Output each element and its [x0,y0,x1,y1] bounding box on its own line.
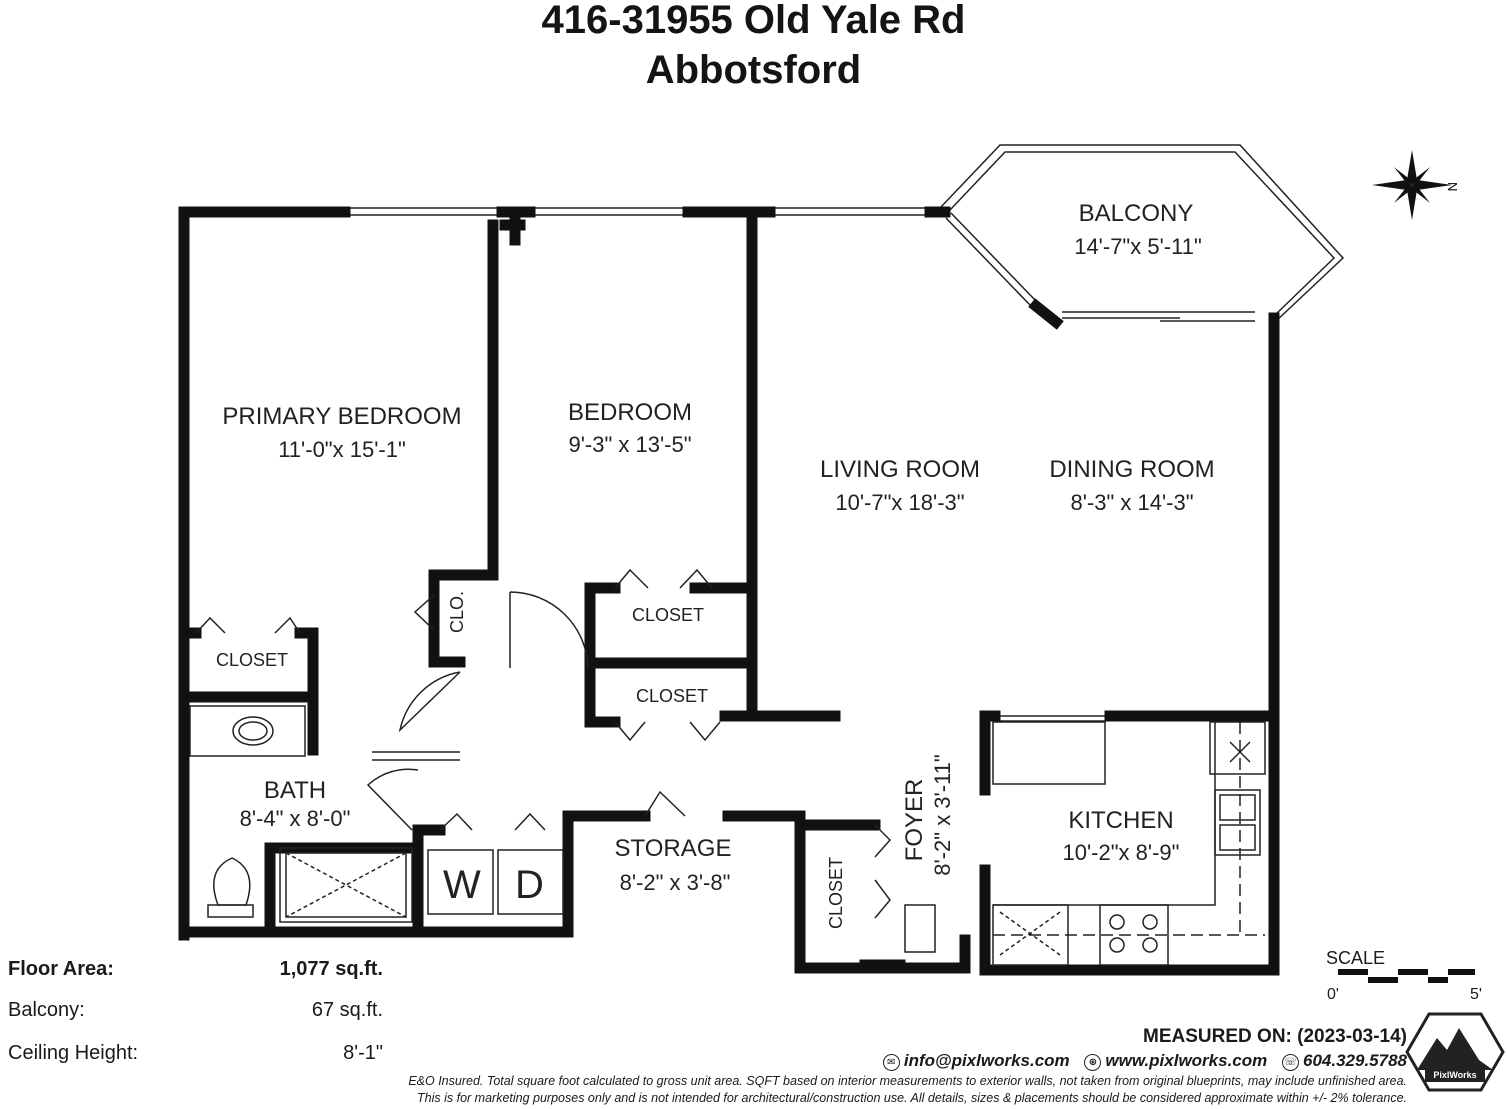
dishwasher [1209,721,1266,775]
closet-primary-label: CLOSET [216,650,288,670]
bedroom-dims: 9'-3" x 13'-5" [568,432,691,457]
foyer-dims: 8'-2" x 3'-11" [930,754,955,875]
dining-room-dims: 8'-3" x 14'-3" [1070,490,1193,515]
living-room-name: LIVING ROOM [820,456,980,483]
vanity [189,705,306,757]
bedroom-door [509,591,589,669]
balcony-dims: 14'-7"x 5'-11" [1074,234,1202,259]
foyer-name: FOYER [901,779,928,862]
living-room-dims: 10'-7"x 18'-3" [835,490,964,515]
bath-name: BATH [264,777,326,804]
logo-text: PixlWorks [1433,1070,1476,1080]
counter-left [992,904,1069,966]
washer-label: W [443,863,481,907]
fridge [992,721,1106,785]
compass-north-label: N [1445,182,1460,191]
contact-line: ✉info@pixlworks.com ⊕www.pixlworks.com ☏… [873,1051,1407,1071]
windows [345,207,1255,722]
disclaimer-line-1: E&O Insured. Total square foot calculate… [408,1074,1407,1088]
floor-area-label: Floor Area: [8,958,114,980]
compass-rose-icon [1372,150,1452,220]
storage-dims: 8'-2" x 3'-8" [620,870,731,895]
bedroom-name: BEDROOM [568,399,692,426]
email-icon: ✉ [882,1054,900,1071]
kitchen-dims: 10'-2"x 8'-9" [1063,840,1180,865]
closet-bedroom-1-label: CLOSET [632,605,704,625]
closet-bedroom-2-label: CLOSET [636,686,708,706]
toilet-tank [207,904,254,918]
toilet-icon [213,857,251,906]
scale-end: 5' [1470,986,1482,1003]
storage-name: STORAGE [615,835,732,862]
closet-clo-label: CLO. [447,591,467,633]
entry-door [904,904,936,953]
scale-start: 0' [1327,986,1339,1003]
balcony-label: Balcony: [8,999,85,1021]
shower [279,847,413,923]
city-title: Abbotsford [645,48,862,92]
dining-room-name: DINING ROOM [1049,456,1214,483]
website-link[interactable]: www.pixlworks.com [1105,1051,1268,1070]
floor-area-value: 1,077 sq.ft. [279,958,383,980]
kitchen-fixtures [992,721,1266,966]
bath-door [366,768,419,831]
floor-area-row: Floor Area: 1,077 sq.ft. [8,958,383,986]
dryer-label: D [515,863,544,907]
ceiling-value: 8'-1" [343,1042,383,1064]
globe-icon: ⊕ [1084,1054,1102,1071]
closet-foyer-label: CLOSET [826,857,846,929]
bath-fixtures [189,705,413,923]
phone-number[interactable]: 604.329.5788 [1303,1051,1407,1070]
measured-on: MEASURED ON: (2023-03-14) [1143,1026,1407,1047]
laundry [427,849,564,915]
ceiling-label: Ceiling Height: [8,1042,139,1064]
ceiling-row: Ceiling Height: 8'-1" [8,1042,383,1070]
mountain-logo-icon [1405,1012,1505,1092]
primary-bedroom-dims: 11'-0"x 15'-1" [278,437,406,462]
scale-bar [1338,969,1475,983]
balcony-name: BALCONY [1079,200,1194,227]
bath-dims: 8'-4" x 8'-0" [240,806,351,831]
primary-bedroom-name: PRIMARY BEDROOM [222,403,461,430]
sink-icon [1214,789,1261,856]
sink-icon [232,716,274,746]
pocket-door [372,751,460,761]
balcony-value: 67 sq.ft. [311,999,383,1021]
primary-door [398,671,461,733]
disclaimer-line-2: This is for marketing purposes only and … [417,1091,1407,1105]
scale-label: SCALE [1326,948,1386,968]
doors [195,568,936,953]
balcony-row: Balcony: 67 sq.ft. [8,999,383,1027]
kitchen-name: KITCHEN [1068,807,1173,834]
balcony-railing [939,144,1345,323]
phone-icon: ☏ [1282,1054,1299,1071]
stove-icon [1099,904,1169,966]
address-title: 416-31955 Old Yale Rd [541,0,966,42]
email-link[interactable]: info@pixlworks.com [903,1051,1070,1070]
